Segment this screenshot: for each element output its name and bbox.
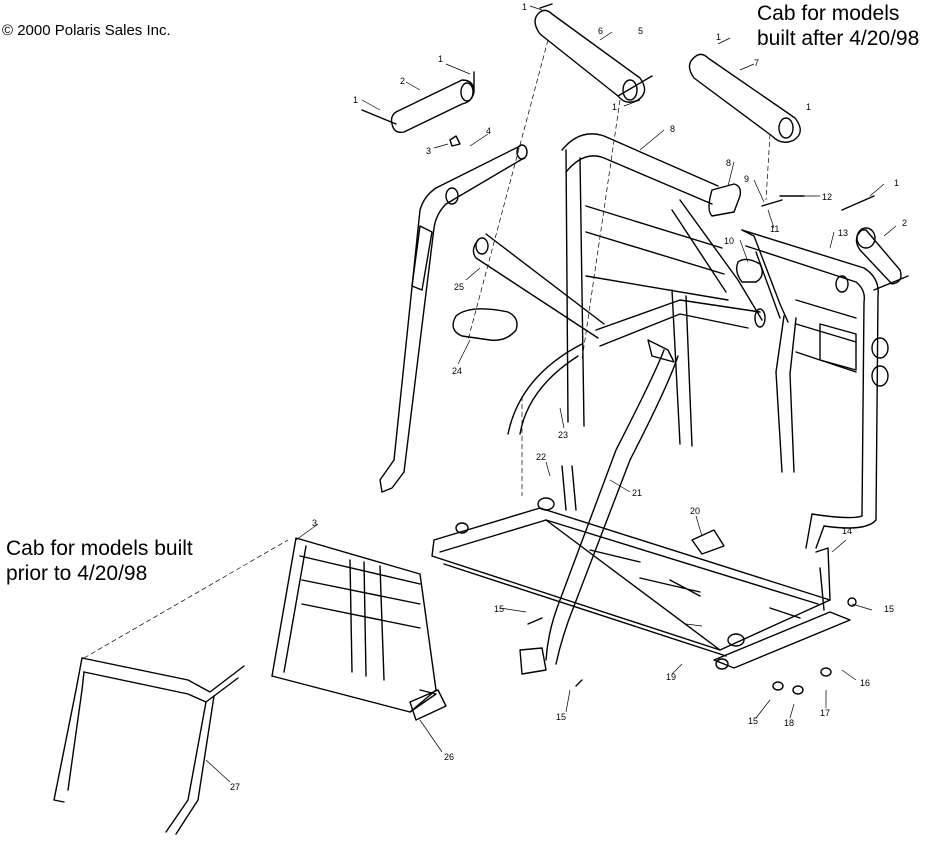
pad-6 (534, 9, 646, 103)
spacer-10 (735, 258, 763, 283)
callout-24: 24 (452, 366, 462, 376)
pad-2-right (855, 227, 902, 285)
callout-1b: 1 (716, 32, 721, 42)
pad-7 (688, 53, 801, 143)
callout-4: 4 (486, 126, 491, 136)
pad-2-upper (390, 79, 475, 134)
callout-1c: 1 (438, 54, 443, 64)
callout-3a: 3 (426, 146, 431, 156)
caption-cab-after: Cab for models built after 4/20/98 (757, 2, 920, 50)
callout-19: 19 (666, 672, 676, 682)
callout-11: 11 (770, 224, 779, 234)
old-cab-26 (271, 537, 447, 721)
fasteners (361, 3, 909, 695)
callout-26: 26 (444, 752, 454, 762)
callout-1d: 1 (353, 95, 358, 105)
callout-15d: 15 (748, 716, 758, 726)
callout-15a: 15 (494, 604, 504, 614)
callout-27: 27 (230, 782, 240, 792)
callout-22: 22 (536, 452, 546, 462)
floor-frame (431, 465, 851, 669)
callout-1f: 1 (894, 178, 899, 188)
callout-18: 18 (784, 718, 794, 728)
callout-8b: 8 (726, 158, 731, 168)
callout-8a: 8 (670, 124, 675, 134)
callout-9: 9 (744, 174, 749, 184)
pad-24 (452, 308, 518, 341)
callout-labels: 1 1 1 1 1 1 1 2 2 3 3 4 5 6 7 8 8 9 10 1… (230, 2, 907, 792)
side-frame-13 (741, 229, 889, 549)
copyright-notice: © 2000 Polaris Sales Inc. (2, 22, 171, 39)
callout-12: 12 (822, 192, 832, 202)
leader-lines (205, 5, 897, 783)
callout-2a: 2 (400, 76, 405, 86)
callout-17: 17 (820, 708, 830, 718)
old-cab-27 (53, 657, 245, 835)
cab-frame-8 (472, 133, 766, 447)
callout-1e: 1 (612, 102, 617, 112)
brace-21 (519, 349, 679, 675)
callout-2b: 2 (902, 218, 907, 228)
callout-15b: 15 (884, 604, 894, 614)
callout-1g: 1 (806, 102, 811, 112)
callout-1a: 1 (522, 2, 527, 12)
callout-14: 14 (842, 526, 852, 536)
callout-21: 21 (632, 488, 642, 498)
callout-6: 6 (598, 26, 603, 36)
callout-5: 5 (638, 26, 643, 36)
callout-16: 16 (860, 678, 870, 688)
callout-7: 7 (754, 58, 759, 68)
callout-13: 13 (838, 228, 848, 238)
callout-15c: 15 (556, 712, 566, 722)
caption-cab-prior: Cab for models built prior to 4/20/98 (6, 537, 193, 585)
roll-bar-4 (379, 144, 528, 493)
callout-23: 23 (558, 430, 568, 440)
callout-3b: 3 (312, 518, 317, 528)
callout-20: 20 (690, 506, 700, 516)
bracket-8-small (708, 183, 742, 217)
callout-10: 10 (724, 236, 734, 246)
callout-25: 25 (454, 282, 464, 292)
